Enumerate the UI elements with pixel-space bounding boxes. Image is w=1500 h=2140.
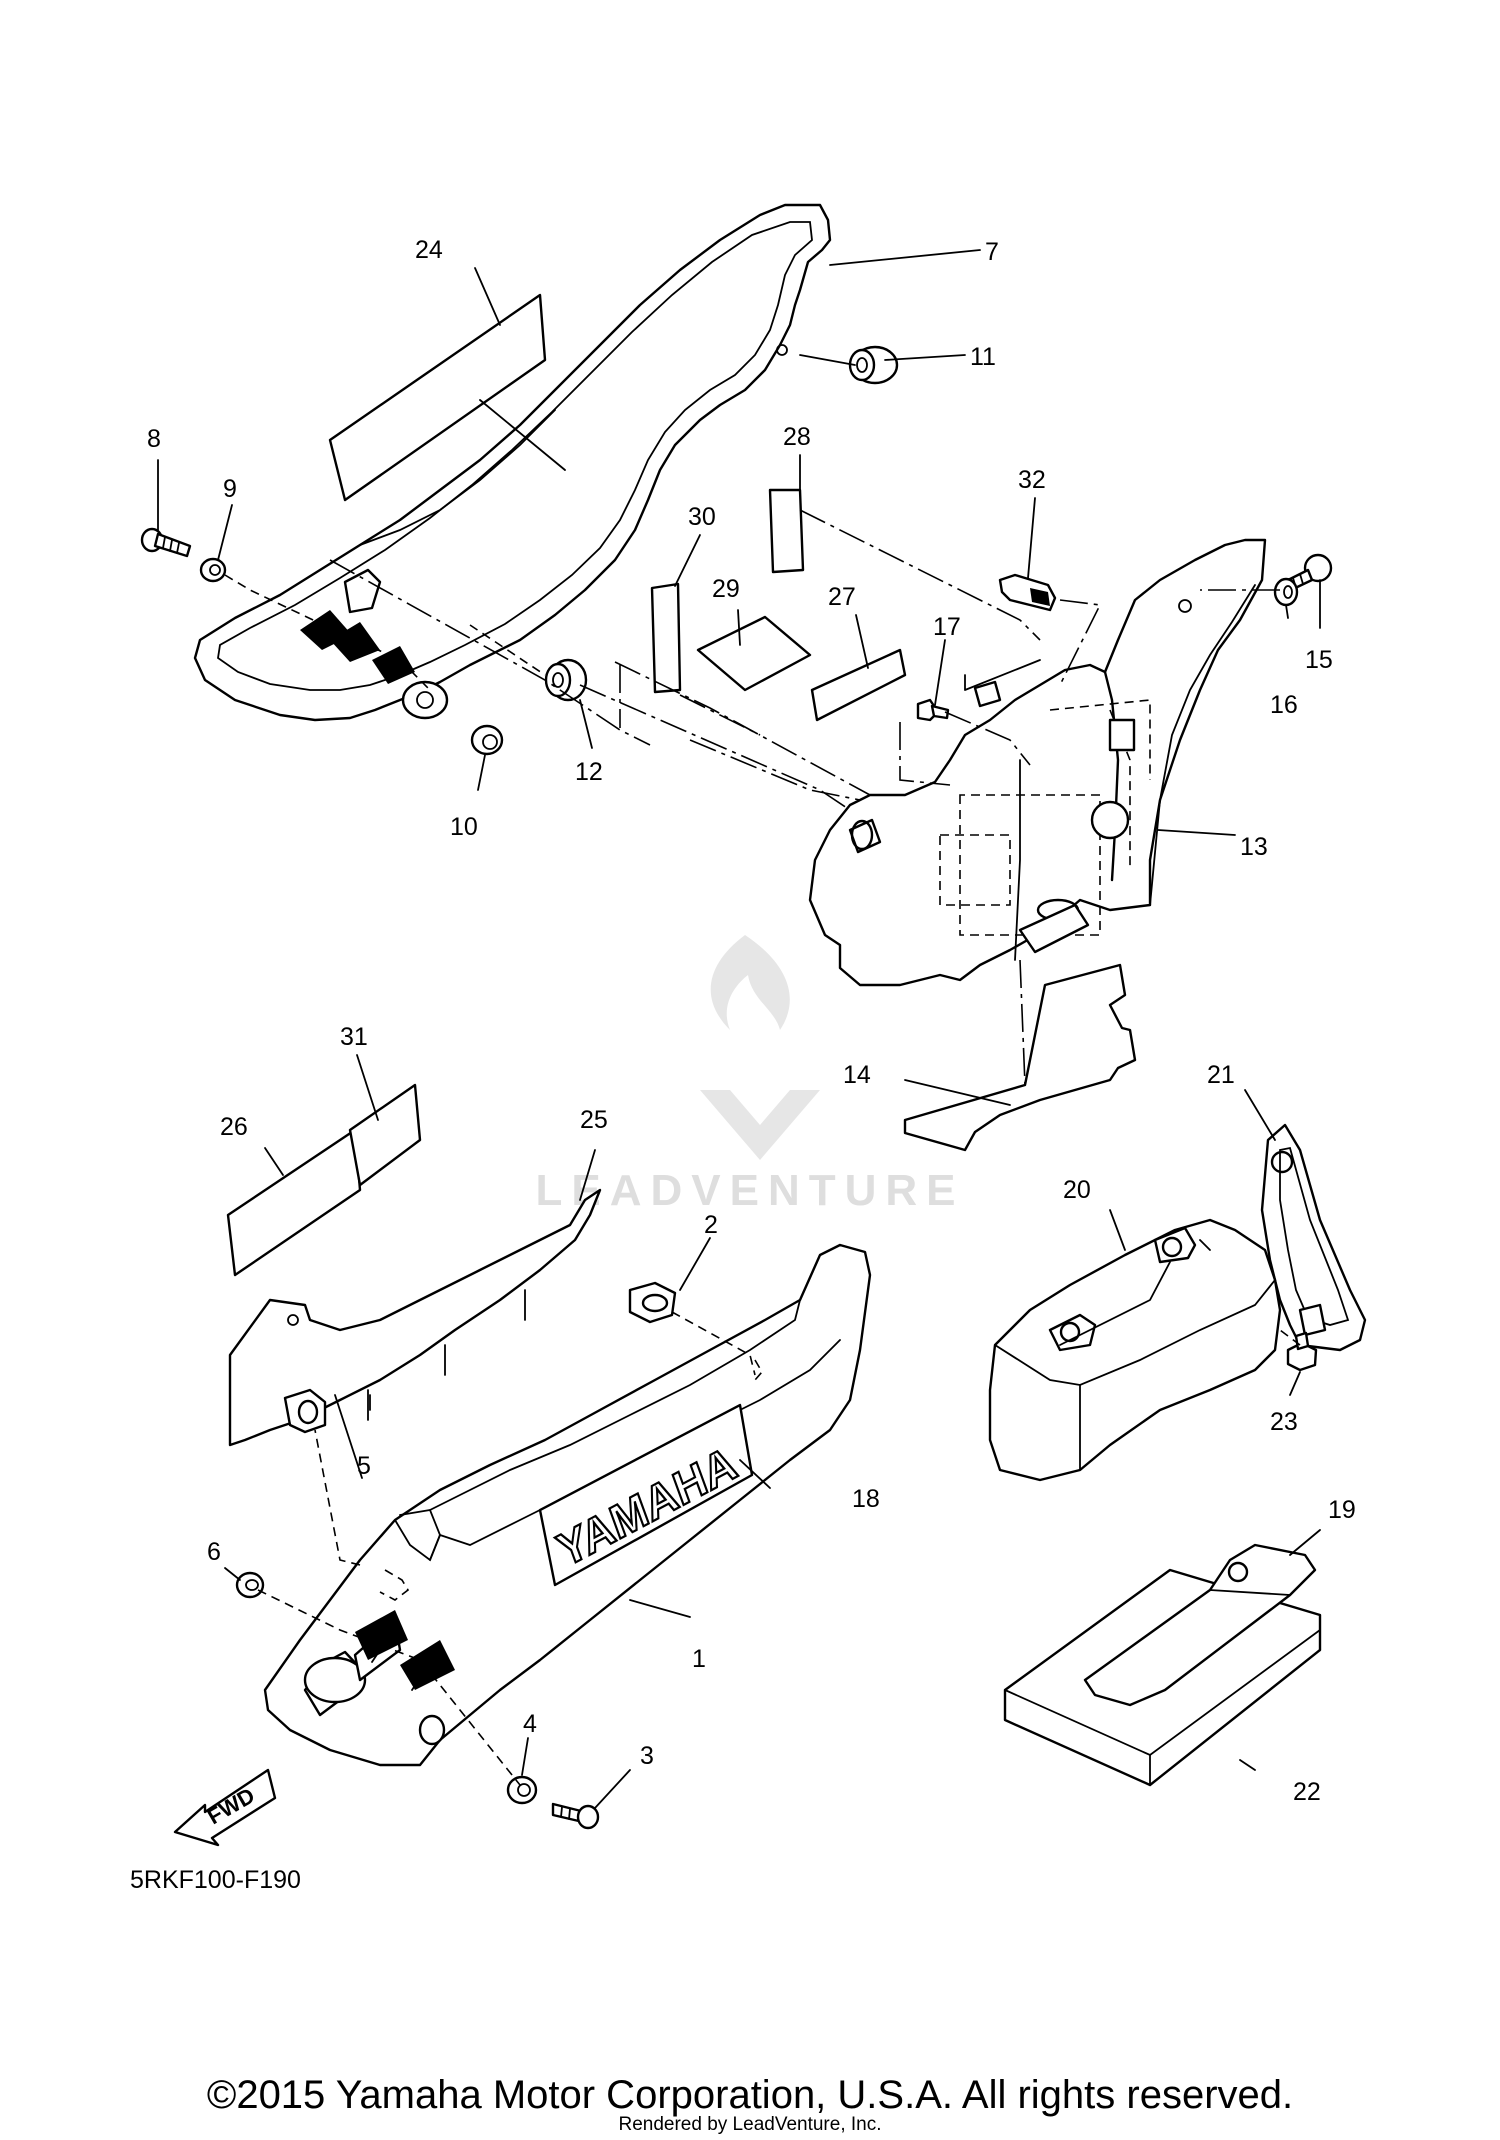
part-2-grommet <box>628 1281 677 1324</box>
part-4-collar <box>506 1775 538 1805</box>
callout-31: 31 <box>340 1023 368 1051</box>
part-5-grommet <box>283 1388 327 1434</box>
callout-23: 23 <box>1270 1408 1298 1436</box>
callout-9: 9 <box>223 475 237 503</box>
callout-numbers: 1 2 3 4 5 6 7 8 9 10 11 12 13 14 15 16 1… <box>147 236 1356 1806</box>
part-23-bolt <box>1286 1331 1318 1372</box>
part-16-washer <box>1273 577 1299 607</box>
part-28-pad <box>768 488 805 574</box>
part-9-washer <box>199 557 227 583</box>
part-24-decal <box>328 293 547 502</box>
rendered-by-notice: Rendered by LeadVenture, Inc. <box>618 2114 881 2135</box>
diagram-code: 5RKF100-F190 <box>130 1866 301 1894</box>
callout-17: 17 <box>933 613 961 641</box>
watermark: LEADVENTURE <box>535 935 964 1215</box>
part-31-decal <box>348 1083 422 1187</box>
callout-1: 1 <box>692 1645 706 1673</box>
part-11-grommet <box>848 345 899 385</box>
part-12-grommet <box>544 658 588 702</box>
callout-25: 25 <box>580 1106 608 1134</box>
part-10-collar <box>470 724 504 756</box>
callout-24: 24 <box>415 236 443 264</box>
callout-27: 27 <box>828 583 856 611</box>
callout-32: 32 <box>1018 466 1046 494</box>
callout-11: 11 <box>970 343 996 371</box>
part-32-clip <box>998 573 1057 612</box>
callout-16: 16 <box>1270 691 1298 719</box>
callout-10: 10 <box>450 813 478 841</box>
part-30-pad <box>650 582 682 694</box>
part-6-washer <box>235 1571 265 1599</box>
callout-30: 30 <box>688 503 716 531</box>
part-21-handle <box>1260 1123 1367 1352</box>
callout-18: 18 <box>852 1485 880 1513</box>
callout-4: 4 <box>523 1710 537 1738</box>
callout-2: 2 <box>704 1211 718 1239</box>
callout-leaders <box>157 249 1321 1809</box>
copyright-notice: ©2015 Yamaha Motor Corporation, U.S.A. A… <box>207 2073 1293 2117</box>
callout-6: 6 <box>207 1538 221 1566</box>
part-27-pad <box>810 648 907 722</box>
part-14-pad <box>903 963 1137 1152</box>
callout-29: 29 <box>712 575 740 603</box>
callout-12: 12 <box>575 758 603 786</box>
part-20-tool-box <box>988 1218 1282 1482</box>
callout-7: 7 <box>985 238 999 266</box>
callout-13: 13 <box>1240 833 1268 861</box>
callout-19: 19 <box>1328 1496 1356 1524</box>
callout-21: 21 <box>1207 1061 1235 1089</box>
fwd-arrow-icon: FWD <box>173 1768 277 1847</box>
callout-3: 3 <box>640 1742 654 1770</box>
part-7-side-cover-upper <box>193 203 832 722</box>
callout-22: 22 <box>1293 1778 1321 1806</box>
callout-15: 15 <box>1305 646 1333 674</box>
callout-5: 5 <box>357 1452 371 1480</box>
part-3-bolt <box>551 1802 600 1830</box>
watermark-text: LEADVENTURE <box>535 1166 964 1215</box>
part-13-bracket <box>808 538 1267 987</box>
part-26-decal <box>226 1128 362 1277</box>
part-8-bolt <box>140 527 192 558</box>
assembly-lines <box>224 509 1301 1786</box>
part-17-bolt <box>916 698 950 722</box>
callout-26: 26 <box>220 1113 248 1141</box>
callout-20: 20 <box>1063 1176 1091 1204</box>
part-29-pad <box>696 615 812 692</box>
callout-28: 28 <box>783 423 811 451</box>
part-19-pad <box>1083 1543 1317 1707</box>
callout-14: 14 <box>843 1061 871 1089</box>
callout-8: 8 <box>147 425 161 453</box>
